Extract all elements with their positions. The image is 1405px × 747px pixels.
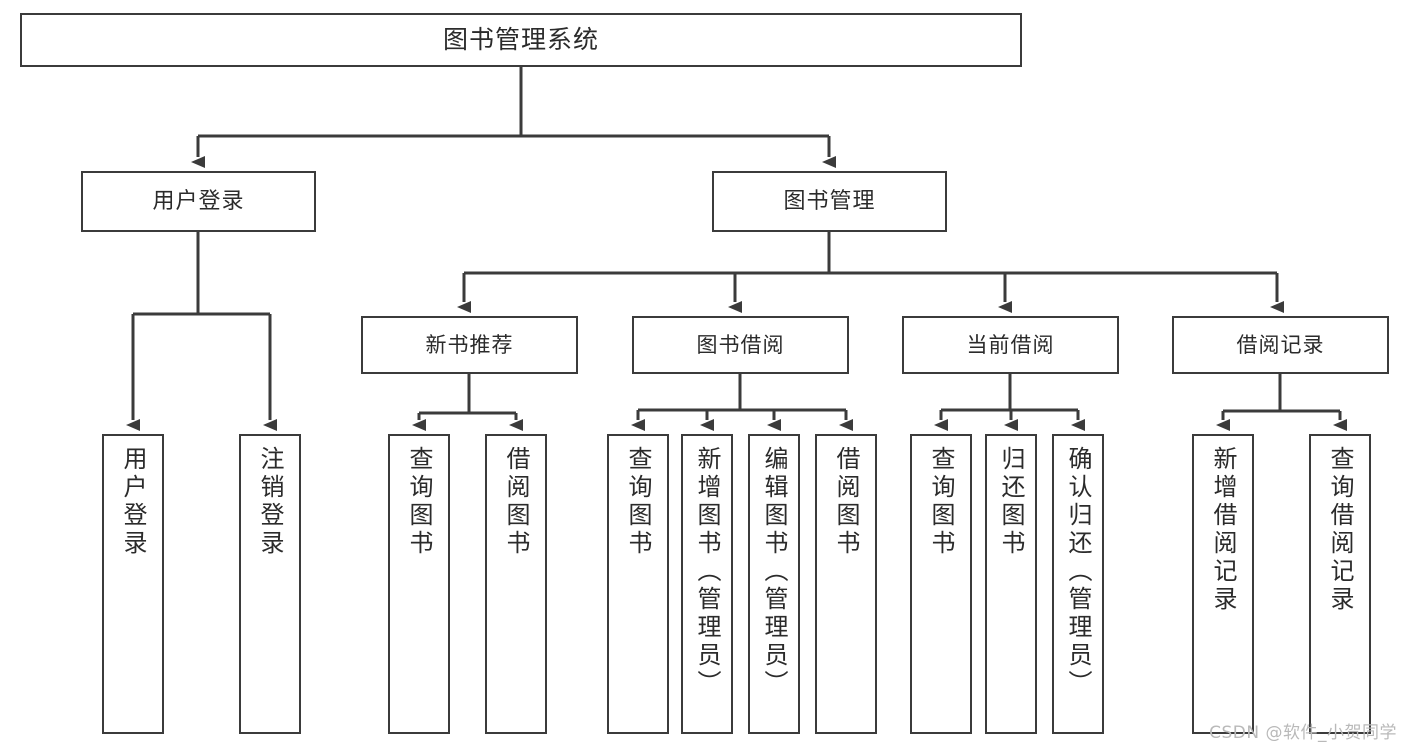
node-leaf-add-record[interactable]: 新增借阅记录 [1192, 434, 1254, 734]
node-label: 用户登录 [119, 446, 147, 558]
node-label: 编辑图书（管理员） [760, 446, 788, 698]
node-leaf-return-book[interactable]: 归还图书 [985, 434, 1037, 734]
node-label: 图书管理 [783, 188, 876, 214]
node-label: 查询图书 [405, 446, 433, 558]
node-root[interactable]: 图书管理系统 [20, 13, 1022, 67]
node-label: 借阅图书 [502, 446, 530, 558]
node-label: 借阅记录 [1236, 332, 1325, 357]
node-leaf-query-record[interactable]: 查询借阅记录 [1309, 434, 1371, 734]
node-leaf-logout[interactable]: 注销登录 [239, 434, 301, 734]
node-label: 图书管理系统 [442, 24, 599, 54]
node-leaf-query-book-1[interactable]: 查询图书 [388, 434, 450, 734]
node-new-book-rec[interactable]: 新书推荐 [361, 316, 578, 374]
node-leaf-add-book[interactable]: 新增图书（管理员） [681, 434, 733, 734]
node-label: 新增图书（管理员） [693, 446, 721, 698]
node-label: 新书推荐 [425, 332, 514, 357]
node-leaf-query-book-3[interactable]: 查询图书 [910, 434, 972, 734]
node-label: 当前借阅 [966, 332, 1055, 357]
node-label: 查询图书 [927, 446, 955, 558]
node-label: 确认归还（管理员） [1064, 446, 1092, 698]
node-leaf-user-login[interactable]: 用户登录 [102, 434, 164, 734]
node-leaf-borrow-book-1[interactable]: 借阅图书 [485, 434, 547, 734]
node-label: 查询借阅记录 [1326, 446, 1354, 614]
node-label: 注销登录 [256, 446, 284, 558]
node-leaf-edit-book[interactable]: 编辑图书（管理员） [748, 434, 800, 734]
node-label: 新增借阅记录 [1209, 446, 1237, 614]
node-label: 借阅图书 [832, 446, 860, 558]
node-book-manage[interactable]: 图书管理 [712, 171, 947, 232]
node-book-borrow[interactable]: 图书借阅 [632, 316, 849, 374]
node-leaf-query-book-2[interactable]: 查询图书 [607, 434, 669, 734]
node-label: 用户登录 [152, 188, 245, 214]
node-label: 图书借阅 [696, 332, 785, 357]
node-leaf-confirm-return[interactable]: 确认归还（管理员） [1052, 434, 1104, 734]
node-current-borrow[interactable]: 当前借阅 [902, 316, 1119, 374]
node-user-login[interactable]: 用户登录 [81, 171, 316, 232]
node-leaf-borrow-book-2[interactable]: 借阅图书 [815, 434, 877, 734]
node-label: 归还图书 [997, 446, 1025, 558]
node-borrow-record[interactable]: 借阅记录 [1172, 316, 1389, 374]
node-label: 查询图书 [624, 446, 652, 558]
